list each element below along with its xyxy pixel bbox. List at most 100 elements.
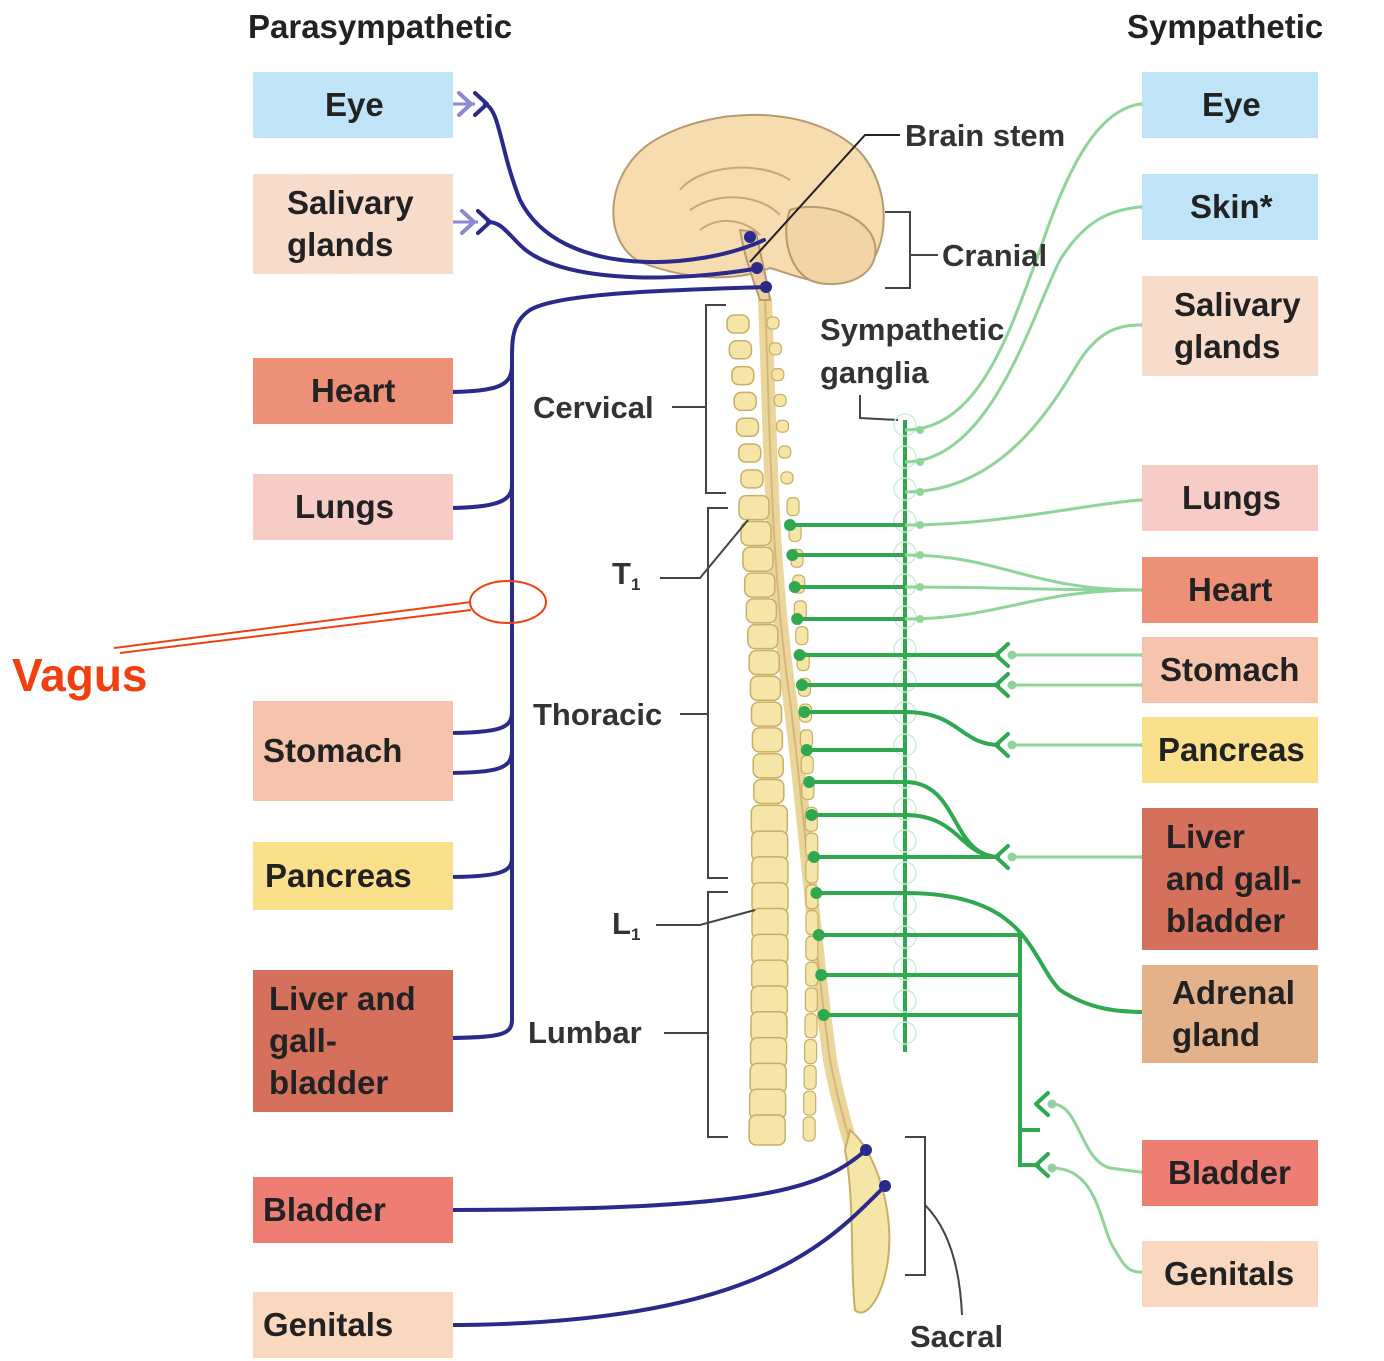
- vertebra: [749, 1115, 785, 1145]
- synapse-fork-icon: [475, 93, 487, 115]
- parasympathetic-organ-heart: Heart: [253, 358, 453, 424]
- lumbar-label: Lumbar: [528, 1011, 642, 1054]
- vagus-heart-branch: [445, 365, 512, 392]
- vagus-annotation: [114, 581, 546, 653]
- vagus-pancreas-branch: [445, 858, 512, 877]
- spinal-column: [727, 300, 889, 1313]
- sympathetic-organ-label: Eye: [1202, 84, 1261, 126]
- sympathetic-organ-stomach: Stomach: [1142, 637, 1318, 703]
- vertebral-process: [805, 1040, 817, 1064]
- synapse-fork-icon: [996, 644, 1008, 666]
- vertebra: [743, 547, 773, 571]
- sacral-label: Sacral: [910, 1315, 1003, 1358]
- spinal-origin-dot: [784, 519, 796, 531]
- postganglionic-origin: [916, 458, 924, 466]
- vertebral-process: [804, 1091, 816, 1115]
- vertebral-process: [787, 498, 799, 516]
- sympathetic-organ-label: Bladder: [1168, 1152, 1291, 1194]
- vertebral-process: [805, 1014, 817, 1038]
- sympathetic-organ-label: Skin*: [1190, 186, 1273, 228]
- vertebral-process: [772, 369, 784, 381]
- vertebra: [741, 470, 763, 488]
- vertebral-process: [776, 420, 788, 432]
- parasympathetic-organ-label: Eye: [325, 84, 384, 126]
- vertebral-process: [767, 317, 779, 329]
- parasympathetic-organ-label: Genitals: [263, 1304, 393, 1346]
- l1-leader: [656, 910, 755, 925]
- sympathetic-organ-eye: Eye: [1142, 72, 1318, 138]
- parasympathetic-organ-genitals: Genitals: [253, 1292, 453, 1358]
- parasympathetic-organ-stomach: Stomach: [253, 701, 453, 801]
- vagus-label: Vagus: [12, 648, 148, 702]
- spinal-origin-dot: [789, 581, 801, 593]
- bladder-post: [1052, 1104, 1140, 1172]
- vagus-stomach-branch-2: [445, 750, 512, 773]
- t1-label: T1: [612, 552, 640, 597]
- sympathetic-organ-label: Adrenal gland: [1172, 972, 1295, 1056]
- genitals-post: [1052, 1168, 1140, 1272]
- vertebra: [752, 728, 782, 752]
- postganglionic-origin: [916, 551, 924, 559]
- spinal-origin-dot: [803, 776, 815, 788]
- vertebra: [729, 341, 751, 359]
- vertebral-process: [781, 472, 793, 484]
- collateral-ganglion-dot: [1008, 741, 1017, 750]
- vertebral-process: [801, 756, 813, 774]
- synapse-fork-icon: [996, 846, 1008, 868]
- parasympathetic-origin-dot: [760, 281, 772, 293]
- vertebra: [732, 367, 754, 385]
- postganglionic-origin: [916, 583, 924, 591]
- parasympathetic-origin-dot: [879, 1180, 891, 1192]
- spinal-origin-dot: [806, 809, 818, 821]
- spinal-origin-dot: [796, 679, 808, 691]
- postganglionic-origin: [916, 521, 924, 529]
- sympathetic-organ-label: Pancreas: [1158, 729, 1305, 771]
- vertebral-process: [804, 1065, 816, 1089]
- parasympathetic-organ-salivary-glands: Salivary glands: [253, 174, 453, 274]
- parasympathetic-organ-liver-and-gall-bladder: Liver and gall- bladder: [253, 970, 453, 1112]
- sympathetic-organ-bladder: Bladder: [1142, 1140, 1318, 1206]
- sympathetic-organ-pancreas: Pancreas: [1142, 717, 1318, 783]
- parasympathetic-header: Parasympathetic: [248, 8, 512, 46]
- spinal-origin-dot: [801, 744, 813, 756]
- liver-splanchnic-1: [905, 782, 1000, 857]
- collateral-ganglion-dot: [1048, 1164, 1057, 1173]
- brain: [613, 115, 883, 300]
- vertebra: [749, 650, 779, 674]
- vertebra: [739, 444, 761, 462]
- vertebra: [753, 754, 783, 778]
- vertebra: [748, 625, 778, 649]
- cranial-label: Cranial: [942, 234, 1047, 277]
- vertebra: [734, 392, 756, 410]
- sacrum: [845, 1130, 889, 1313]
- parasympathetic-origin-dot: [744, 231, 756, 243]
- pancreas-splanchnic: [905, 712, 1000, 745]
- sympathetic-organ-label: Stomach: [1160, 649, 1299, 691]
- liver-splanchnic-2: [905, 815, 1000, 857]
- vertebral-process: [779, 446, 791, 458]
- sympathetic-organ-label: Heart: [1188, 569, 1272, 611]
- t1-leader: [660, 520, 748, 578]
- vertebra: [736, 418, 758, 436]
- spinal-origin-dot: [813, 929, 825, 941]
- parasympathetic-origin-dot: [751, 262, 763, 274]
- parasympathetic-organ-label: Bladder: [263, 1189, 386, 1231]
- spinal-origin-dot: [786, 549, 798, 561]
- sympathetic-organ-adrenal-gland: Adrenal gland: [1142, 965, 1318, 1063]
- vagus-stomach-branch-1: [445, 712, 512, 733]
- cranial-bracket: [885, 212, 938, 288]
- vertebra: [727, 315, 749, 333]
- vertebra: [746, 599, 776, 623]
- sympathetic-organ-label: Liver and gall- bladder: [1166, 816, 1302, 943]
- sympathetic-organ-label: Lungs: [1182, 477, 1281, 519]
- sacral-leader: [925, 1205, 962, 1315]
- parasympathetic-organ-eye: Eye: [253, 72, 453, 138]
- sympathetic-organ-lungs: Lungs: [1142, 465, 1318, 531]
- vertebra: [752, 702, 782, 726]
- sympathetic-organ-label: Genitals: [1164, 1253, 1294, 1295]
- synapse-fork-icon: [1036, 1093, 1048, 1115]
- parasympathetic-organ-label: Stomach: [263, 730, 402, 772]
- spinal-origin-dot: [794, 649, 806, 661]
- parasympathetic-organ-bladder: Bladder: [253, 1177, 453, 1243]
